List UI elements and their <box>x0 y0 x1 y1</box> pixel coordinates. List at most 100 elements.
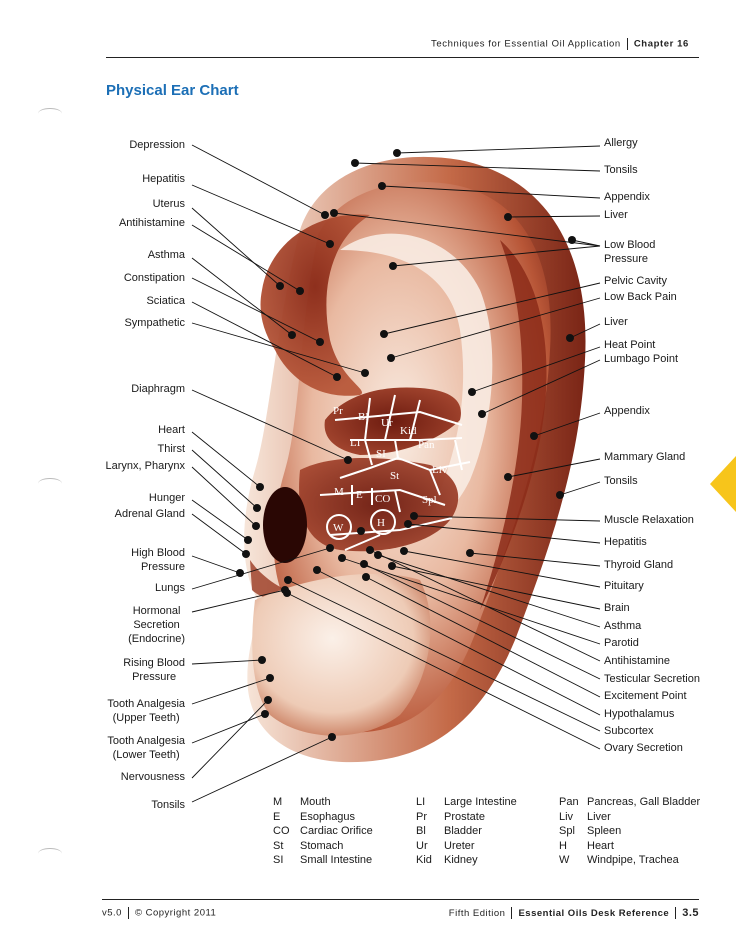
legend-abbr: Spl <box>559 825 575 838</box>
legend-abbr: Ur <box>416 839 428 852</box>
label-muscle-relaxation: Muscle Relaxation <box>604 514 694 526</box>
label-line: (Endocrine) <box>128 633 185 645</box>
label-constipation: Constipation <box>123 272 185 284</box>
label-mammary-gland: Mammary Gland <box>604 451 686 463</box>
legend-abbr: E <box>273 810 281 823</box>
ear-canal <box>263 487 307 563</box>
heart-circle <box>370 509 396 535</box>
legend-entry: M Mouth <box>273 795 403 810</box>
footer-book-title: Essential Oils Desk Reference <box>518 908 670 919</box>
label-tonsils-right-mid: Tonsils <box>604 475 638 487</box>
concha-label-Bl: Bl <box>358 411 368 423</box>
ear-antihelix <box>340 233 493 517</box>
footer-divider <box>675 907 677 920</box>
legend-name: Spleen <box>587 825 622 838</box>
label-lumbago-point: Lumbago Point <box>604 353 678 365</box>
label-line: (Upper Teeth) <box>112 712 180 724</box>
label-liver-top: Liver <box>604 209 628 221</box>
label-testicular-secretion: Testicular Secretion <box>604 673 700 685</box>
label-heart: Heart <box>158 424 185 436</box>
legend-abbr: W <box>559 854 570 867</box>
legend-entry: Ur Ureter <box>416 839 546 854</box>
label-sympathetic: Sympathetic <box>124 317 185 329</box>
label-high-blood-pressure: High Blood Pressure <box>131 546 185 574</box>
legend-abbr: St <box>273 839 284 852</box>
legend-abbr: SI <box>273 854 284 867</box>
page-fold-mark <box>38 108 62 119</box>
concha-labels: Pr Bl Ur Kid LI SI Pan St Liv M E CO Spl… <box>333 405 448 534</box>
ear-cymba-concha <box>324 387 461 455</box>
concha-label-Ur: Ur <box>381 417 393 429</box>
label-excitement-point: Excitement Point <box>604 690 687 702</box>
label-line: Pressure <box>140 561 185 573</box>
legend-abbr: LI <box>416 796 426 808</box>
label-asthma-left: Asthma <box>147 249 185 261</box>
footer-rule <box>102 899 699 900</box>
concha-label-Liv: Liv <box>432 464 448 476</box>
leader-lines <box>191 144 601 803</box>
concha-label-H: H <box>377 517 385 529</box>
legend-name: Pancreas, Gall Bladder <box>587 796 701 808</box>
label-uterus: Uterus <box>152 198 185 210</box>
legend-abbr: Pan <box>559 796 579 808</box>
label-diaphragm: Diaphragm <box>131 383 185 395</box>
legend-name: Bladder <box>444 825 482 838</box>
page-fold-mark <box>38 478 62 489</box>
legend-abbr: Liv <box>559 810 574 823</box>
label-sciatica: Sciatica <box>146 295 185 307</box>
legend-abbr: Pr <box>416 810 427 823</box>
label-thirst: Thirst <box>157 443 186 455</box>
legend-entry: SI Small Intestine <box>273 853 403 868</box>
legend-entry: Spl Spleen <box>559 824 709 839</box>
header-divider <box>626 38 628 50</box>
label-line: Tooth Analgesia <box>107 698 185 710</box>
label-allergy: Allergy <box>604 137 638 149</box>
label-line: Pressure <box>604 253 649 265</box>
label-nervousness: Nervousness <box>120 771 185 783</box>
label-line: High Blood <box>131 547 185 559</box>
label-larynx-pharynx: Larynx, Pharynx <box>105 460 185 472</box>
label-line: Low Blood <box>604 239 656 251</box>
label-adrenal-gland: Adrenal Gland <box>114 508 185 520</box>
ear-lobe <box>252 573 431 736</box>
label-antihistamine-left: Antihistamine <box>118 217 185 229</box>
concha-label-W: W <box>333 522 344 534</box>
label-parotid: Parotid <box>604 637 639 649</box>
concha-label-Pan: Pan <box>418 439 435 451</box>
label-antihistamine-right: Antihistamine <box>604 655 671 667</box>
legend-abbr: M <box>273 796 283 808</box>
legend-name: Prostate <box>444 810 485 823</box>
footer-page-number: 3.5 <box>682 907 699 919</box>
page-title: Physical Ear Chart <box>106 82 239 99</box>
legend-name: Kidney <box>444 854 478 867</box>
label-tooth-analgesia-upper: Tooth Analgesia (Upper Teeth) <box>107 697 185 725</box>
label-depression: Depression <box>129 139 185 151</box>
concha-label-E: E <box>356 489 363 501</box>
windpipe-circle <box>326 514 352 540</box>
legend-name: Liver <box>587 810 611 823</box>
legend-abbr: H <box>559 839 567 852</box>
ear-scapha-rim <box>480 240 547 610</box>
label-line: (Lower Teeth) <box>112 749 180 761</box>
legend-name: Heart <box>587 839 614 852</box>
label-appendix-top: Appendix <box>604 191 650 203</box>
legend-name: Ureter <box>444 839 475 852</box>
legend-name: Stomach <box>300 839 344 852</box>
footer-divider <box>511 907 513 920</box>
legend-name: Mouth <box>300 796 331 808</box>
label-ovary-secretion: Ovary Secretion <box>604 742 683 754</box>
footer-copyright: © Copyright 2011 <box>134 907 217 919</box>
legend-name: Windpipe, Trachea <box>587 854 679 867</box>
header-rule <box>106 57 699 58</box>
label-brain: Brain <box>604 602 630 614</box>
legend-name: Small Intestine <box>300 854 373 867</box>
label-hepatitis-right: Hepatitis <box>604 536 647 548</box>
header-chapter: Chapter 16 <box>633 38 689 50</box>
label-tooth-analgesia-lower: Tooth Analgesia (Lower Teeth) <box>107 734 185 762</box>
header-section: Techniques for Essential Oil Application <box>431 38 621 50</box>
